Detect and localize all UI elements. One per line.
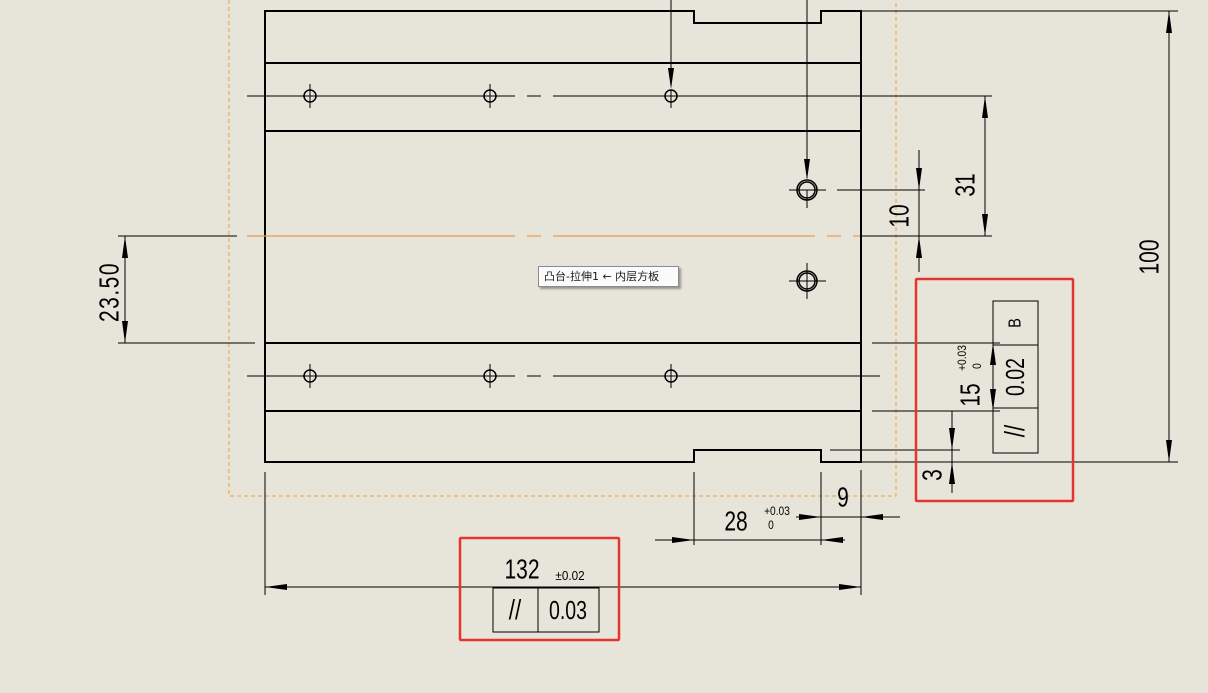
dimension-slot-edge-offset[interactable]: 9 [796, 483, 900, 520]
arrowhead [821, 537, 843, 543]
arrowhead [982, 214, 988, 236]
dimension-value[interactable]: 10 [885, 204, 916, 227]
small-hole [664, 89, 678, 108]
lower-deviation: 0 [972, 363, 985, 369]
upper-deviation: +0.03 [764, 506, 790, 519]
arrowhead [861, 514, 883, 520]
datum-reference: B [1005, 318, 1025, 328]
leader-line [804, 0, 810, 180]
arrowhead [949, 428, 955, 450]
dimension-value[interactable]: 15 [956, 383, 987, 406]
small-hole [303, 84, 317, 108]
highlight-box-bottom [458, 536, 621, 642]
geometric-tolerance-frame-right[interactable]: B 0.02 // [992, 300, 1039, 454]
dimension-hole-offset[interactable]: 10 [837, 150, 992, 272]
dimension-value[interactable]: 23.50 [95, 262, 126, 322]
drawing-view[interactable] [247, 10, 880, 463]
tolerance-value: 0.02 [1000, 358, 1029, 396]
arrowhead [1166, 440, 1172, 462]
large-hole [789, 263, 826, 299]
view-boundary [228, 0, 897, 497]
dimension-value[interactable]: 3 [918, 469, 949, 481]
part-outline [264, 10, 862, 463]
small-hole [483, 84, 497, 108]
dimension-value[interactable]: 132 [504, 555, 539, 586]
dimension-overall-height[interactable]: 10 0 [862, 10, 1178, 463]
arrowhead [916, 236, 922, 258]
feature-tooltip: 凸台-拉伸1 ← 内层方板 [538, 266, 679, 287]
tolerance-frame-box [992, 300, 1039, 454]
arrowhead [799, 514, 821, 520]
dimension-rail-width[interactable]: 15 +0.03 0 [872, 342, 1000, 412]
arrowhead [982, 96, 988, 118]
parallelism-symbol: // [1000, 424, 1031, 437]
dimension-overall-width[interactable]: 132 ±0.02 [265, 555, 861, 590]
dimension-value[interactable]: 31 [951, 173, 982, 196]
arrowhead [839, 584, 861, 590]
dimension-hole-row-offset[interactable]: 31 [868, 95, 992, 236]
arrowhead [265, 584, 287, 590]
parallelism-symbol: // [509, 595, 522, 626]
arrowhead [949, 462, 955, 484]
upper-deviation: +0.03 [957, 345, 970, 371]
small-hole [483, 364, 497, 388]
symmetric-tolerance: ±0.02 [555, 569, 584, 584]
arrowhead [916, 168, 922, 190]
dimension-slot-width[interactable]: 28 +0.03 0 [655, 506, 845, 543]
geometric-tolerance-frame-bottom[interactable]: // 0.03 [492, 587, 600, 633]
lower-deviation: 0 [768, 520, 774, 533]
arrowhead [672, 537, 694, 543]
arrowhead [122, 321, 128, 343]
dimension-value[interactable]: 28 [724, 507, 747, 538]
arrowhead [122, 236, 128, 258]
arrowhead [804, 159, 810, 180]
small-hole [303, 364, 317, 388]
large-hole [789, 179, 826, 208]
dimension-value[interactable]: 9 [837, 483, 849, 514]
arrowhead [1166, 11, 1172, 33]
dimension-centerline-offset[interactable]: 23.50 [95, 235, 255, 344]
tooltip-text: 凸台-拉伸1 ← 内层方板 [544, 270, 660, 283]
leader-line [668, 0, 674, 89]
tolerance-frame-box [492, 587, 600, 633]
arrowhead [668, 68, 674, 89]
highlight-box-right [914, 277, 1075, 503]
dimension-slot-depth[interactable]: 3 [830, 411, 960, 493]
dimension-value[interactable]: 100 [1135, 239, 1166, 274]
small-hole [664, 364, 678, 388]
tolerance-value: 0.03 [549, 595, 587, 624]
